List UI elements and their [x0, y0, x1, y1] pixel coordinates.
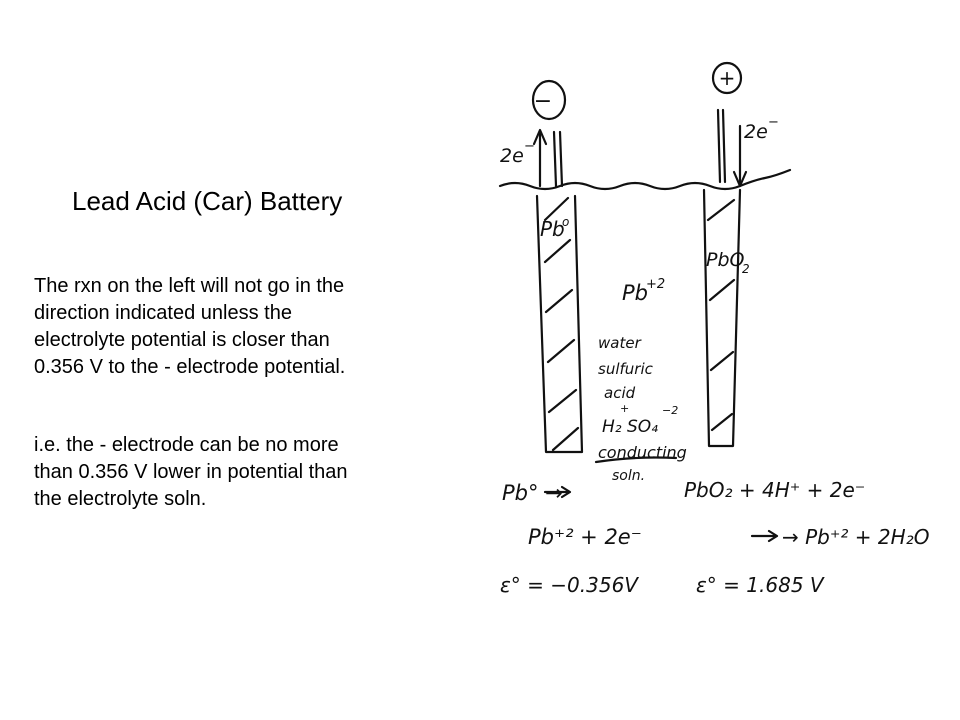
- solution-line: sulfuric: [598, 360, 654, 378]
- reaction-right-line2: → Pb⁺² + 2H₂O: [782, 525, 929, 549]
- ion-label: Pb: [622, 281, 648, 305]
- reaction-arrow-left: [543, 485, 572, 499]
- right-electrode-sub: 2: [742, 262, 750, 276]
- right-electrode-label: PbO: [706, 249, 745, 271]
- reaction-left-line2: Pb⁺² + 2e⁻: [528, 525, 642, 549]
- explanation-paragraph: The rxn on the left will not go in the d…: [34, 273, 464, 381]
- left-electrode-label: Pb: [540, 217, 565, 241]
- positive-terminal-circle: [711, 61, 743, 95]
- right-wire: [716, 108, 727, 184]
- potential-left: ε° = −0.356V: [500, 573, 639, 597]
- negative-symbol: −: [534, 89, 552, 114]
- clarification-paragraph: i.e. the - electrode can be no more than…: [34, 432, 464, 513]
- left-wire: [552, 130, 564, 188]
- reaction-right-line1: PbO₂ + 4H⁺ + 2e⁻: [684, 478, 865, 502]
- paragraph-line: the electrolyte soln.: [34, 488, 207, 510]
- reaction-arrow-right: [750, 529, 779, 543]
- soln-label: soln.: [612, 468, 645, 484]
- left-electron-label: 2e: [500, 145, 524, 167]
- acid-formula: H₂ SO₄: [602, 417, 658, 437]
- paragraph-line: The rxn on the left will not go in the: [34, 275, 345, 297]
- slide-title: Lead Acid (Car) Battery: [72, 186, 343, 216]
- paragraph-line: than 0.356 V lower in potential than: [34, 461, 348, 483]
- ion-sup: +2: [646, 277, 665, 292]
- right-electron-sup: −: [768, 115, 779, 130]
- left-electron-sup: −: [524, 139, 535, 154]
- paragraph-line: i.e. the - electrode can be no more: [34, 434, 339, 456]
- paragraph-line: direction indicated unless the: [34, 302, 292, 324]
- positive-symbol: +: [719, 66, 736, 90]
- solution-line: acid: [604, 384, 636, 402]
- solution-line: water: [598, 334, 642, 352]
- conducting-label: conducting: [598, 443, 687, 462]
- electrolyte-surface: [498, 168, 792, 191]
- paragraph-line: electrolyte potential is closer than: [34, 329, 330, 351]
- right-electron-label: 2e: [744, 121, 768, 143]
- left-electrode-hatching: [543, 196, 580, 452]
- acid-charge-plus: +: [620, 402, 629, 415]
- reaction-left-line1: Pb° →: [502, 481, 563, 505]
- left-electrode-sup: o: [562, 215, 569, 229]
- right-electrode: [702, 188, 742, 448]
- conducting-underline: [594, 456, 678, 464]
- negative-terminal-circle: [531, 79, 567, 121]
- paragraph-line: 0.356 V to the - electrode potential.: [34, 356, 346, 378]
- potential-right: ε° = 1.685 V: [696, 573, 825, 597]
- left-electrode: [535, 194, 584, 454]
- acid-charge-minus: −2: [662, 404, 678, 417]
- right-electrode-hatching: [706, 198, 736, 432]
